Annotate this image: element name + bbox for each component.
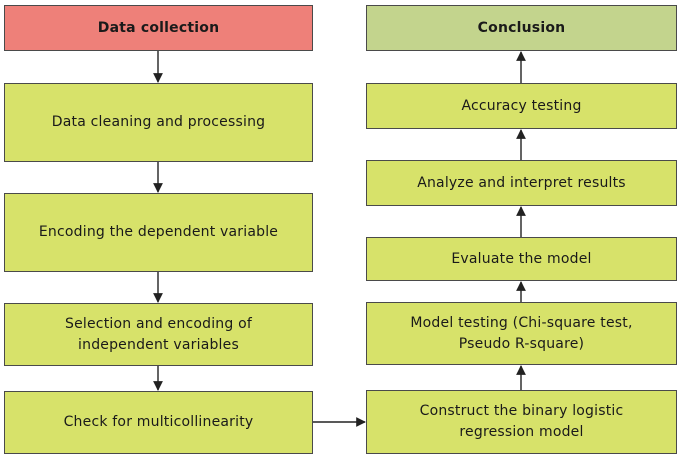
model-testing-box: Model testing (Chi-square test, Pseudo R… xyxy=(366,302,677,365)
data-collection-box: Data collection xyxy=(4,5,313,51)
construct-model-label: Construct the binary logistic regression… xyxy=(419,403,624,440)
check-multicollinearity-box: Check for multicollinearity xyxy=(4,391,313,454)
evaluate-model-box: Evaluate the model xyxy=(366,237,677,281)
evaluate-model-label: Evaluate the model xyxy=(451,250,592,267)
check-multicollinearity-label: Check for multicollinearity xyxy=(63,414,254,430)
analyze-results-box: Analyze and interpret results xyxy=(366,160,677,206)
construct-model-box: Construct the binary logistic regression… xyxy=(366,390,677,454)
data-collection-label: Data collection xyxy=(97,19,220,36)
conclusion-box: Conclusion xyxy=(366,5,677,51)
data-cleaning-label: Data cleaning and processing xyxy=(51,114,266,130)
selection-encoding-box: Selection and encoding of independent va… xyxy=(4,303,313,366)
accuracy-testing-label: Accuracy testing xyxy=(461,97,582,114)
analyze-results-label: Analyze and interpret results xyxy=(417,174,626,191)
accuracy-testing-box: Accuracy testing xyxy=(366,83,677,129)
conclusion-label: Conclusion xyxy=(477,19,566,36)
data-cleaning-box: Data cleaning and processing xyxy=(4,83,313,162)
selection-encoding-label: Selection and encoding of independent va… xyxy=(65,315,252,353)
encoding-dependent-label: Encoding the dependent variable xyxy=(38,224,279,240)
model-testing-label: Model testing (Chi-square test, Pseudo R… xyxy=(410,314,633,352)
encoding-dependent-box: Encoding the dependent variable xyxy=(4,193,313,272)
